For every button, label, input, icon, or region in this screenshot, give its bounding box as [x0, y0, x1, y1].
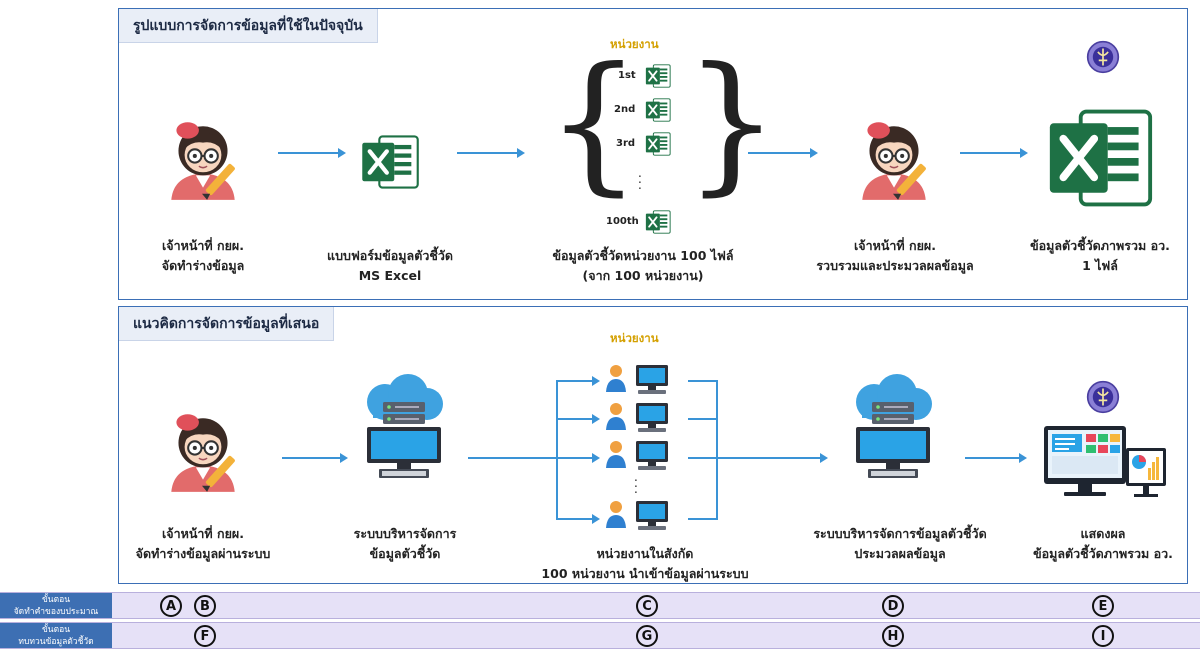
fanout-line	[556, 380, 558, 520]
step-marker-g: G	[636, 625, 658, 647]
caption-proposed-1: เจ้าหน้าที่ กยผ. จัดทำร่างข้อมูลผ่านระบบ	[135, 526, 271, 561]
flow-arrow	[718, 453, 828, 463]
fanout-arrow	[556, 376, 600, 386]
fanin-line	[688, 380, 718, 382]
caption-proposed-5: แสดงผล ข้อมูลตัวชี้วัดภาพรวม อว.	[1033, 526, 1173, 561]
flow-arrow	[278, 148, 346, 158]
fanin-line	[688, 418, 718, 420]
ordinal-label: 100th	[606, 216, 639, 227]
ordinal-label: 3rd	[616, 138, 636, 149]
person-writing-icon	[157, 112, 249, 204]
fanout-arrow	[556, 453, 600, 463]
flow-arrow	[960, 148, 1028, 158]
fanin-line	[716, 380, 718, 520]
ordinal-label: 1st	[618, 70, 636, 81]
ellipsis-vertical: ...	[638, 166, 642, 192]
flow-arrow	[748, 148, 818, 158]
unit-label: หน่วยงาน	[610, 331, 659, 345]
fanin-line	[688, 457, 718, 459]
current-process-title: รูปแบบการจัดการข้อมูลที่ใช้ในปัจจุบัน	[119, 9, 378, 43]
caption-current-4: เจ้าหน้าที่ กยผ. รวบรวมและประมวลผลข้อมูล	[816, 238, 974, 273]
step-marker-i: I	[1092, 625, 1114, 647]
user-computer-icon	[604, 498, 674, 532]
fanout-arrow	[556, 514, 600, 524]
person-writing-icon	[848, 112, 940, 204]
proposed-process-title: แนวคิดการจัดการข้อมูลที่เสนอ	[119, 307, 335, 341]
excel-icon	[644, 130, 672, 158]
excel-icon	[644, 96, 672, 124]
step-marker-a: A	[160, 595, 182, 617]
step-band-budget: ขั้นตอน จัดทำคำของบประมาณ A B C D E	[0, 592, 1200, 619]
step-band-label: ขั้นตอน จัดทำคำของบประมาณ	[0, 593, 112, 618]
excel-icon	[644, 208, 672, 236]
ordinal-label: 2nd	[614, 104, 636, 115]
caption-proposed-3: หน่วยงานในสังกัด 100 หน่วยงาน นำเข้าข้อม…	[541, 546, 749, 581]
caption-proposed-2: ระบบบริหารจัดการ ข้อมูลตัวชี้วัด	[353, 526, 457, 561]
caption-current-1: เจ้าหน้าที่ กยผ. จัดทำร่างข้อมูล	[161, 238, 245, 273]
fanout-arrow	[556, 414, 600, 424]
step-marker-d: D	[882, 595, 904, 617]
flow-arrow	[965, 453, 1027, 463]
step-marker-h: H	[882, 625, 904, 647]
step-marker-c: C	[636, 595, 658, 617]
ministry-emblem-icon	[1086, 380, 1120, 414]
fanin-line	[688, 518, 718, 520]
ministry-emblem-icon	[1086, 40, 1120, 74]
unit-label: หน่วยงาน	[610, 37, 659, 51]
caption-current-3: ข้อมูลตัวชี้วัดหน่วยงาน 100 ไฟล์ (จาก 10…	[552, 248, 734, 283]
ellipsis-vertical: ...	[634, 470, 638, 496]
connector-line	[468, 457, 556, 459]
right-brace: }	[684, 36, 780, 210]
left-brace: {	[546, 36, 642, 210]
caption-current-5: ข้อมูลตัวชี้วัดภาพรวม อว. 1 ไฟล์	[1030, 238, 1170, 273]
excel-icon	[358, 130, 422, 194]
user-computer-icon	[604, 400, 674, 434]
step-band-review: ขั้นตอน ทบทวนข้อมูลตัวชี้วัด F G H I	[0, 622, 1200, 649]
step-marker-e: E	[1092, 595, 1114, 617]
flow-arrow	[282, 453, 348, 463]
excel-icon	[644, 62, 672, 90]
step-marker-b: B	[194, 595, 216, 617]
person-writing-icon	[157, 404, 249, 496]
cloud-server-icon	[842, 372, 942, 482]
user-computer-icon	[604, 362, 674, 396]
user-computer-icon	[604, 438, 674, 472]
caption-proposed-4: ระบบบริหารจัดการข้อมูลตัวชี้วัด ประมวลผล…	[813, 526, 987, 561]
excel-large-icon	[1038, 100, 1162, 216]
step-marker-f: F	[194, 625, 216, 647]
dashboard-monitor-icon	[1040, 424, 1170, 504]
flow-arrow	[457, 148, 525, 158]
step-band-label: ขั้นตอน ทบทวนข้อมูลตัวชี้วัด	[0, 623, 112, 648]
cloud-server-icon	[353, 372, 453, 482]
caption-current-2: แบบฟอร์มข้อมูลตัวชี้วัด MS Excel	[327, 248, 453, 283]
